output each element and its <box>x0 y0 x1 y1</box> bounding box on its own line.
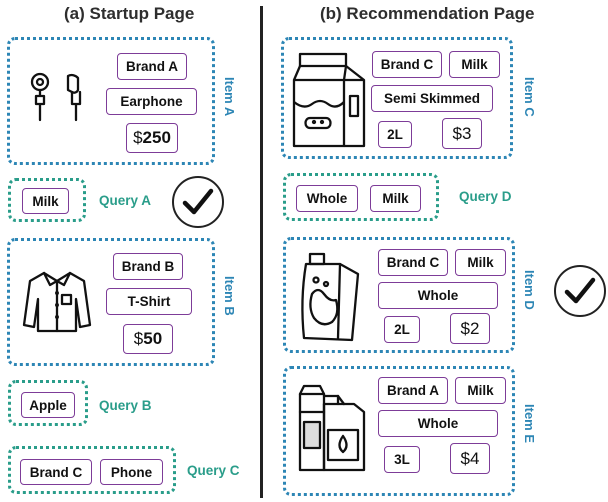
item-d-price-tag: $2 <box>450 313 490 344</box>
recommendation-page-title: (b) Recommendation Page <box>320 4 535 23</box>
query-c-tag-phone: Phone <box>100 459 163 485</box>
query-a-label: Query A <box>99 193 152 208</box>
item-c-name-tag: Semi Skimmed <box>371 85 493 112</box>
item-b-name-tag: T-Shirt <box>106 288 192 315</box>
item-c-size-tag: 2L <box>378 121 412 148</box>
item-c-category-tag: Milk <box>449 51 500 78</box>
item-e-price-tag: $4 <box>450 443 490 474</box>
query-d-card[interactable] <box>283 173 439 221</box>
item-a-name-tag: Earphone <box>106 88 197 115</box>
item-a-price-tag: $250 <box>126 123 178 153</box>
page-divider <box>260 6 263 498</box>
query-c-card[interactable] <box>8 446 176 494</box>
item-a-brand-tag: Brand A <box>117 53 187 80</box>
item-d-name-tag: Whole <box>378 282 498 309</box>
item-c-label: Item C <box>522 77 537 117</box>
item-e-name-tag: Whole <box>378 410 498 437</box>
item-e-label: Item E <box>522 404 537 444</box>
query-d-tag-whole: Whole <box>296 185 358 212</box>
query-c-tag-brand: Brand C <box>20 459 92 485</box>
startup-page-title: (a) Startup Page <box>64 4 195 23</box>
item-d-checkmark-icon <box>554 265 606 317</box>
item-e-card[interactable] <box>283 366 515 496</box>
item-d-label: Item D <box>522 270 537 310</box>
item-b-price-tag: $50 <box>123 324 173 354</box>
milk-products-icon <box>298 384 366 472</box>
item-c-card[interactable] <box>281 37 513 159</box>
query-c-label: Query C <box>187 463 240 478</box>
item-b-label: Item B <box>222 276 237 316</box>
query-a-tag: Milk <box>22 188 69 214</box>
item-c-brand-tag: Brand C <box>372 51 442 78</box>
query-a-checkmark-icon <box>172 176 224 228</box>
query-d-tag-milk: Milk <box>370 185 421 212</box>
item-d-size-tag: 2L <box>384 316 420 343</box>
query-b-tag: Apple <box>21 392 75 418</box>
milk-carton-icon <box>292 52 366 148</box>
item-c-price-tag: $3 <box>442 118 482 149</box>
item-d-card[interactable] <box>283 237 515 353</box>
item-d-brand-tag: Brand C <box>378 249 448 276</box>
query-d-label: Query D <box>459 189 512 204</box>
item-a-card[interactable] <box>7 37 215 165</box>
item-b-brand-tag: Brand B <box>113 253 183 280</box>
earphone-icon <box>30 72 82 122</box>
query-b-label: Query B <box>99 398 152 413</box>
item-e-category-tag: Milk <box>455 377 506 404</box>
item-e-size-tag: 3L <box>384 446 420 473</box>
query-a-card[interactable] <box>8 178 86 222</box>
item-a-label: Item A <box>222 77 237 117</box>
item-b-card[interactable] <box>7 238 215 366</box>
item-d-category-tag: Milk <box>455 249 506 276</box>
item-e-brand-tag: Brand A <box>378 377 448 404</box>
tshirt-icon <box>22 271 92 333</box>
query-b-card[interactable] <box>8 380 88 426</box>
milk-bag-icon <box>301 252 360 342</box>
